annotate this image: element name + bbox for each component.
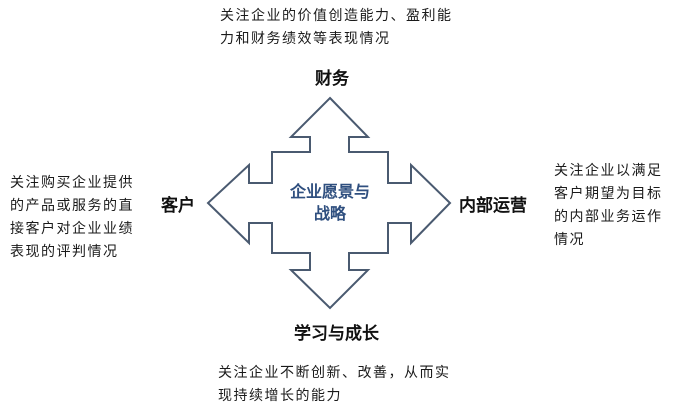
finance-desc-line: 力和财务绩效等表现情况	[220, 31, 391, 47]
learning-desc-line: 关注企业不断创新、改善，从而实	[218, 365, 451, 381]
finance-description: 关注企业的价值创造能力、盈利能 力和财务绩效等表现情况	[220, 5, 453, 51]
cross-arrow-shape	[206, 96, 452, 310]
customer-desc-line: 关注购买企业提供	[10, 175, 134, 191]
learning-growth-description: 关注企业不断创新、改善，从而实 现持续增长的能力	[218, 362, 451, 408]
internal-operations-description: 关注企业以满足 客户期望为目标 的内部业务运作 情况	[554, 160, 663, 252]
internal-operations-label: 内部运营	[459, 196, 527, 216]
center-vision-strategy: 企业愿景与 战略	[265, 181, 395, 225]
customer-label: 客户	[161, 196, 195, 216]
learning-desc-line: 现持续增长的能力	[218, 388, 342, 404]
center-line-2: 战略	[313, 204, 346, 223]
customer-desc-line: 的产品或服务的直	[10, 198, 134, 214]
center-line-1: 企业愿景与	[289, 182, 370, 201]
customer-desc-line: 表现的评判情况	[10, 244, 119, 260]
finance-desc-line: 关注企业的价值创造能力、盈利能	[220, 8, 453, 24]
learning-growth-label: 学习与成长	[294, 324, 379, 344]
internal-desc-line: 客户期望为目标	[554, 186, 663, 202]
customer-desc-line: 接客户对企业业绩	[10, 221, 134, 237]
internal-desc-line: 关注企业以满足	[554, 163, 663, 179]
internal-desc-line: 情况	[554, 232, 585, 248]
internal-desc-line: 的内部业务运作	[554, 209, 663, 225]
finance-label: 财务	[315, 69, 349, 89]
customer-description: 关注购买企业提供 的产品或服务的直 接客户对企业业绩 表现的评判情况	[10, 172, 134, 264]
